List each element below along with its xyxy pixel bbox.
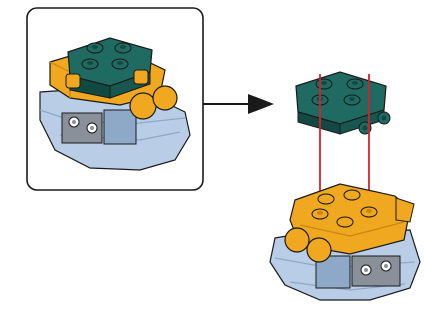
target-model <box>269 183 421 301</box>
placement-arrows <box>318 74 375 208</box>
teal-plate-part <box>295 71 391 135</box>
callout-pointer-arrow <box>203 94 274 114</box>
callout-assembled-model <box>39 37 191 171</box>
